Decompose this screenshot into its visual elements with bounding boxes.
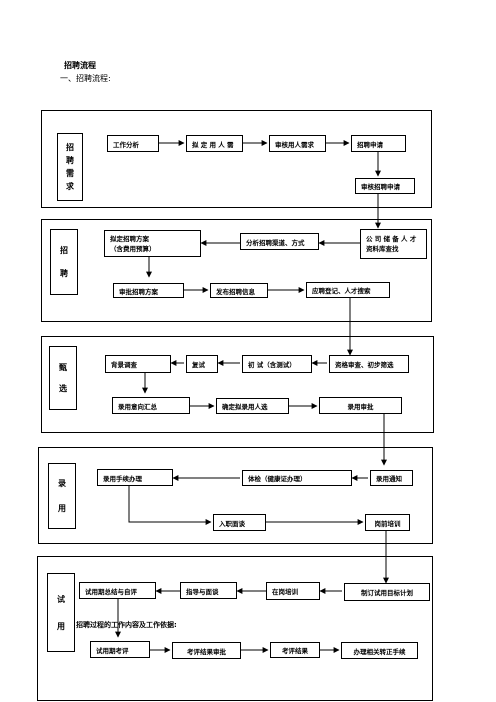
section-label-probation: 试用 — [47, 573, 75, 652]
review-requirement-box: 审核用人需求 — [269, 135, 326, 152]
section-label-hiring: 录用 — [48, 463, 76, 529]
onjob-training-box: 在岗培训 — [266, 582, 320, 600]
hire-summary-box: 录用意向汇总 — [112, 397, 190, 414]
confirm-candidate-box: 确定拟录用人选 — [216, 398, 289, 414]
publish-info-box: 发布招聘信息 — [210, 283, 268, 298]
first-test-box: 初 试（含测试） — [242, 355, 312, 373]
job-analysis-box: 工作分析 — [107, 135, 159, 152]
hire-procedures-box: 录用手续办理 — [97, 469, 173, 486]
analyze-channels-box: 分析招聘渠道、方式 — [240, 233, 319, 250]
pre-job-training-box: 岗前培训 — [365, 514, 410, 531]
page-subtitle: 一、招聘流程: — [60, 74, 111, 83]
approve-plan-box: 审批招聘方案 — [113, 283, 184, 298]
retest-box: 复试 — [186, 355, 218, 373]
recruit-application-box: 招聘申请 — [351, 135, 406, 152]
probation-evaluation-box: 试用期考评 — [90, 641, 150, 658]
hire-notice-box: 录用通知 — [370, 470, 413, 486]
qualification-screen-box: 资格审查、初步筛选 — [329, 355, 409, 373]
section-label-requirement: 招聘 需求 — [57, 133, 83, 201]
evaluation-result-box: 考评结果 — [270, 642, 320, 658]
onboard-interview-box: 入职面谈 — [213, 514, 266, 531]
register-search-box: 应聘登记、人才搜索 — [306, 282, 390, 298]
process-note: 招聘过程的工作内容及工作依据: — [76, 621, 177, 629]
medical-check-box: 体检（健康证办理） — [242, 470, 352, 486]
coaching-box: 指导与面谈 — [180, 582, 237, 599]
section-probation — [37, 556, 433, 701]
section-screening — [41, 336, 434, 433]
draft-headcount-box: 拟 定 用 人 需 — [186, 135, 243, 152]
section-label-recruit: 招聘 — [50, 229, 78, 295]
hire-approval-box: 录用审批 — [319, 397, 402, 414]
probation-summary-box: 试用期总结与自评 — [79, 582, 156, 599]
page-title: 招聘流程 — [64, 61, 96, 70]
result-approval-box: 考评结果审批 — [172, 642, 241, 659]
review-application-box: 审核招聘申请 — [355, 178, 415, 194]
section-label-screening: 甄选 — [49, 346, 77, 410]
talent-pool-search-box: 公 司 储 备 人 才 资料库查找 — [360, 229, 427, 259]
set-goals-box: 制订试用目标计划 — [344, 583, 430, 601]
draft-plan-box: 拟定招聘方案 （含费用预算） — [104, 230, 201, 257]
background-check-box: 背景调查 — [105, 355, 171, 373]
regularization-box: 办理相关转正手续 — [341, 642, 418, 659]
